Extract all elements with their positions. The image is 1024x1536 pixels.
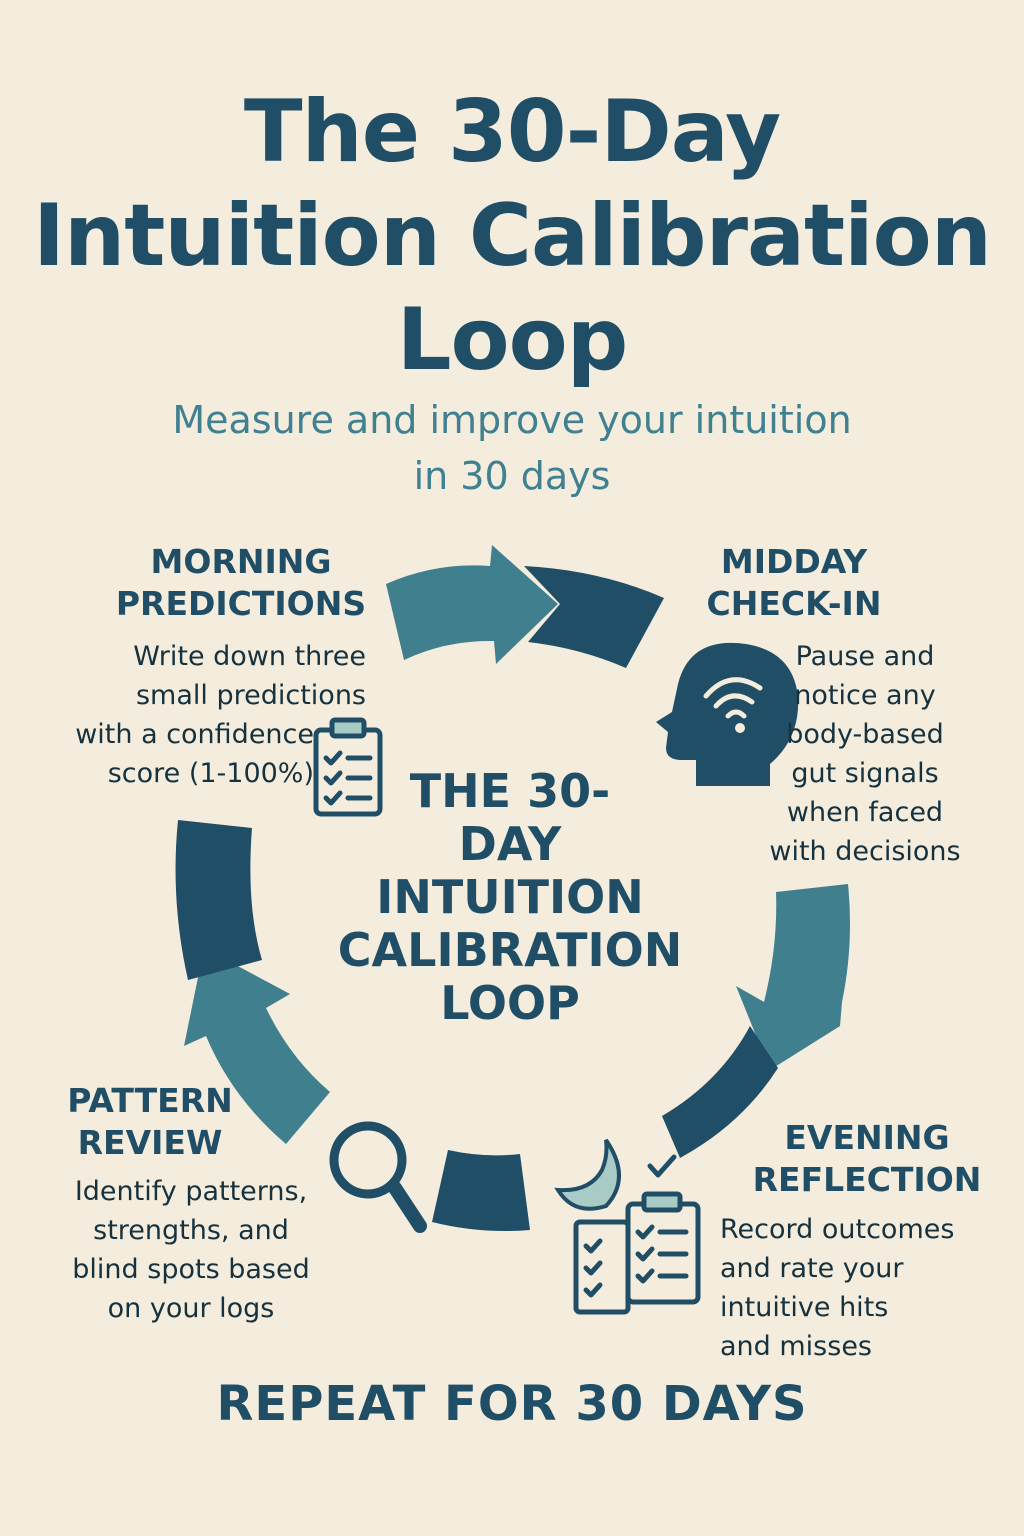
cycle-segment-midday [524,566,664,668]
step-midday-text-line-3: body-based [786,719,944,750]
step-midday-heading-line-1: MIDDAY [720,542,868,581]
head-brain-icon [656,642,799,786]
cycle-center-label: THE 30- DAY INTUITION CALIBRATION LOOP [310,765,710,1030]
page-title: The 30-Day Intuition Calibration Loop [0,80,1024,392]
step-midday-text-line-4: gut signals [791,758,939,789]
step-review-text-line-4: on your logs [107,1293,275,1324]
center-label-line-5: LOOP [440,976,580,1030]
step-evening-text-line-3: intuitive hits [720,1292,889,1323]
step-morning-text: Write down three small predictions with … [46,637,366,793]
step-morning-text-line-1: Write down three [133,641,366,672]
center-label-line-2: DAY [458,817,562,871]
cycle-arrow-review-to-morning [184,948,330,1144]
step-review-heading-line-1: PATTERN [67,1081,233,1120]
center-label-line-1: THE 30- [409,764,611,818]
step-review-heading: PATTERN REVIEW [50,1080,250,1164]
step-morning-heading-line-2: PREDICTIONS [115,584,367,623]
title-line-2: Intuition Calibration [33,186,992,286]
step-midday-text-line-6: with decisions [769,836,961,867]
title-line-3: Loop [396,290,629,390]
step-evening-text-line-1: Record outcomes [720,1214,955,1245]
center-label-line-4: CALIBRATION [337,923,683,977]
clipboard-checklist-icon [313,717,383,817]
step-review-text: Identify patterns, strengths, and blind … [48,1172,334,1328]
step-morning-heading: MORNING PREDICTIONS [96,541,386,625]
cycle-arrow-morning-to-midday [386,545,558,664]
title-line-1: The 30-Day [243,82,781,182]
step-midday-text: Pause and notice any body-based gut sign… [740,637,990,871]
step-midday-text-line-5: when faced [786,797,944,828]
cycle-segment-left [175,820,262,980]
step-evening-heading: EVENING REFLECTION [740,1117,994,1201]
step-morning-text-line-2: small predictions [135,680,366,711]
step-evening-text: Record outcomes and rate your intuitive … [720,1210,1010,1366]
page-subtitle: Measure and improve your intuition in 30… [0,392,1024,504]
subtitle-line-2: in 30 days [413,454,611,498]
subtitle-line-1: Measure and improve your intuition [172,398,852,442]
moon-clipboards-icon [554,1138,701,1315]
step-evening-heading-line-1: EVENING [784,1118,950,1157]
magnifier-icon [329,1121,427,1233]
step-review-text-line-2: strengths, and [93,1215,289,1246]
step-evening-text-line-2: and rate your [720,1253,904,1284]
step-midday-text-line-2: notice any [794,680,936,711]
step-morning-text-line-4: score (1-100%) [107,758,314,789]
step-evening-text-line-4: and misses [720,1331,872,1362]
step-midday-text-line-1: Pause and [795,641,935,672]
center-label-line-3: INTUITION [376,870,644,924]
step-review-text-line-3: blind spots based [72,1254,310,1285]
step-review-text-line-1: Identify patterns, [74,1176,308,1207]
step-review-heading-line-2: REVIEW [77,1123,223,1162]
step-midday-heading-line-2: CHECK-IN [706,584,882,623]
step-evening-heading-line-2: REFLECTION [752,1160,982,1199]
cycle-segment-review [432,1150,530,1231]
step-morning-heading-line-1: MORNING [150,542,332,581]
cycle-arrow-midday-to-evening [736,884,850,1070]
step-morning-text-line-3: with a confidence [75,719,314,750]
repeat-footer: REPEAT FOR 30 DAYS [216,1376,808,1432]
cycle-segment-evening [662,1026,778,1158]
step-midday-heading: MIDDAY CHECK-IN [676,541,912,625]
